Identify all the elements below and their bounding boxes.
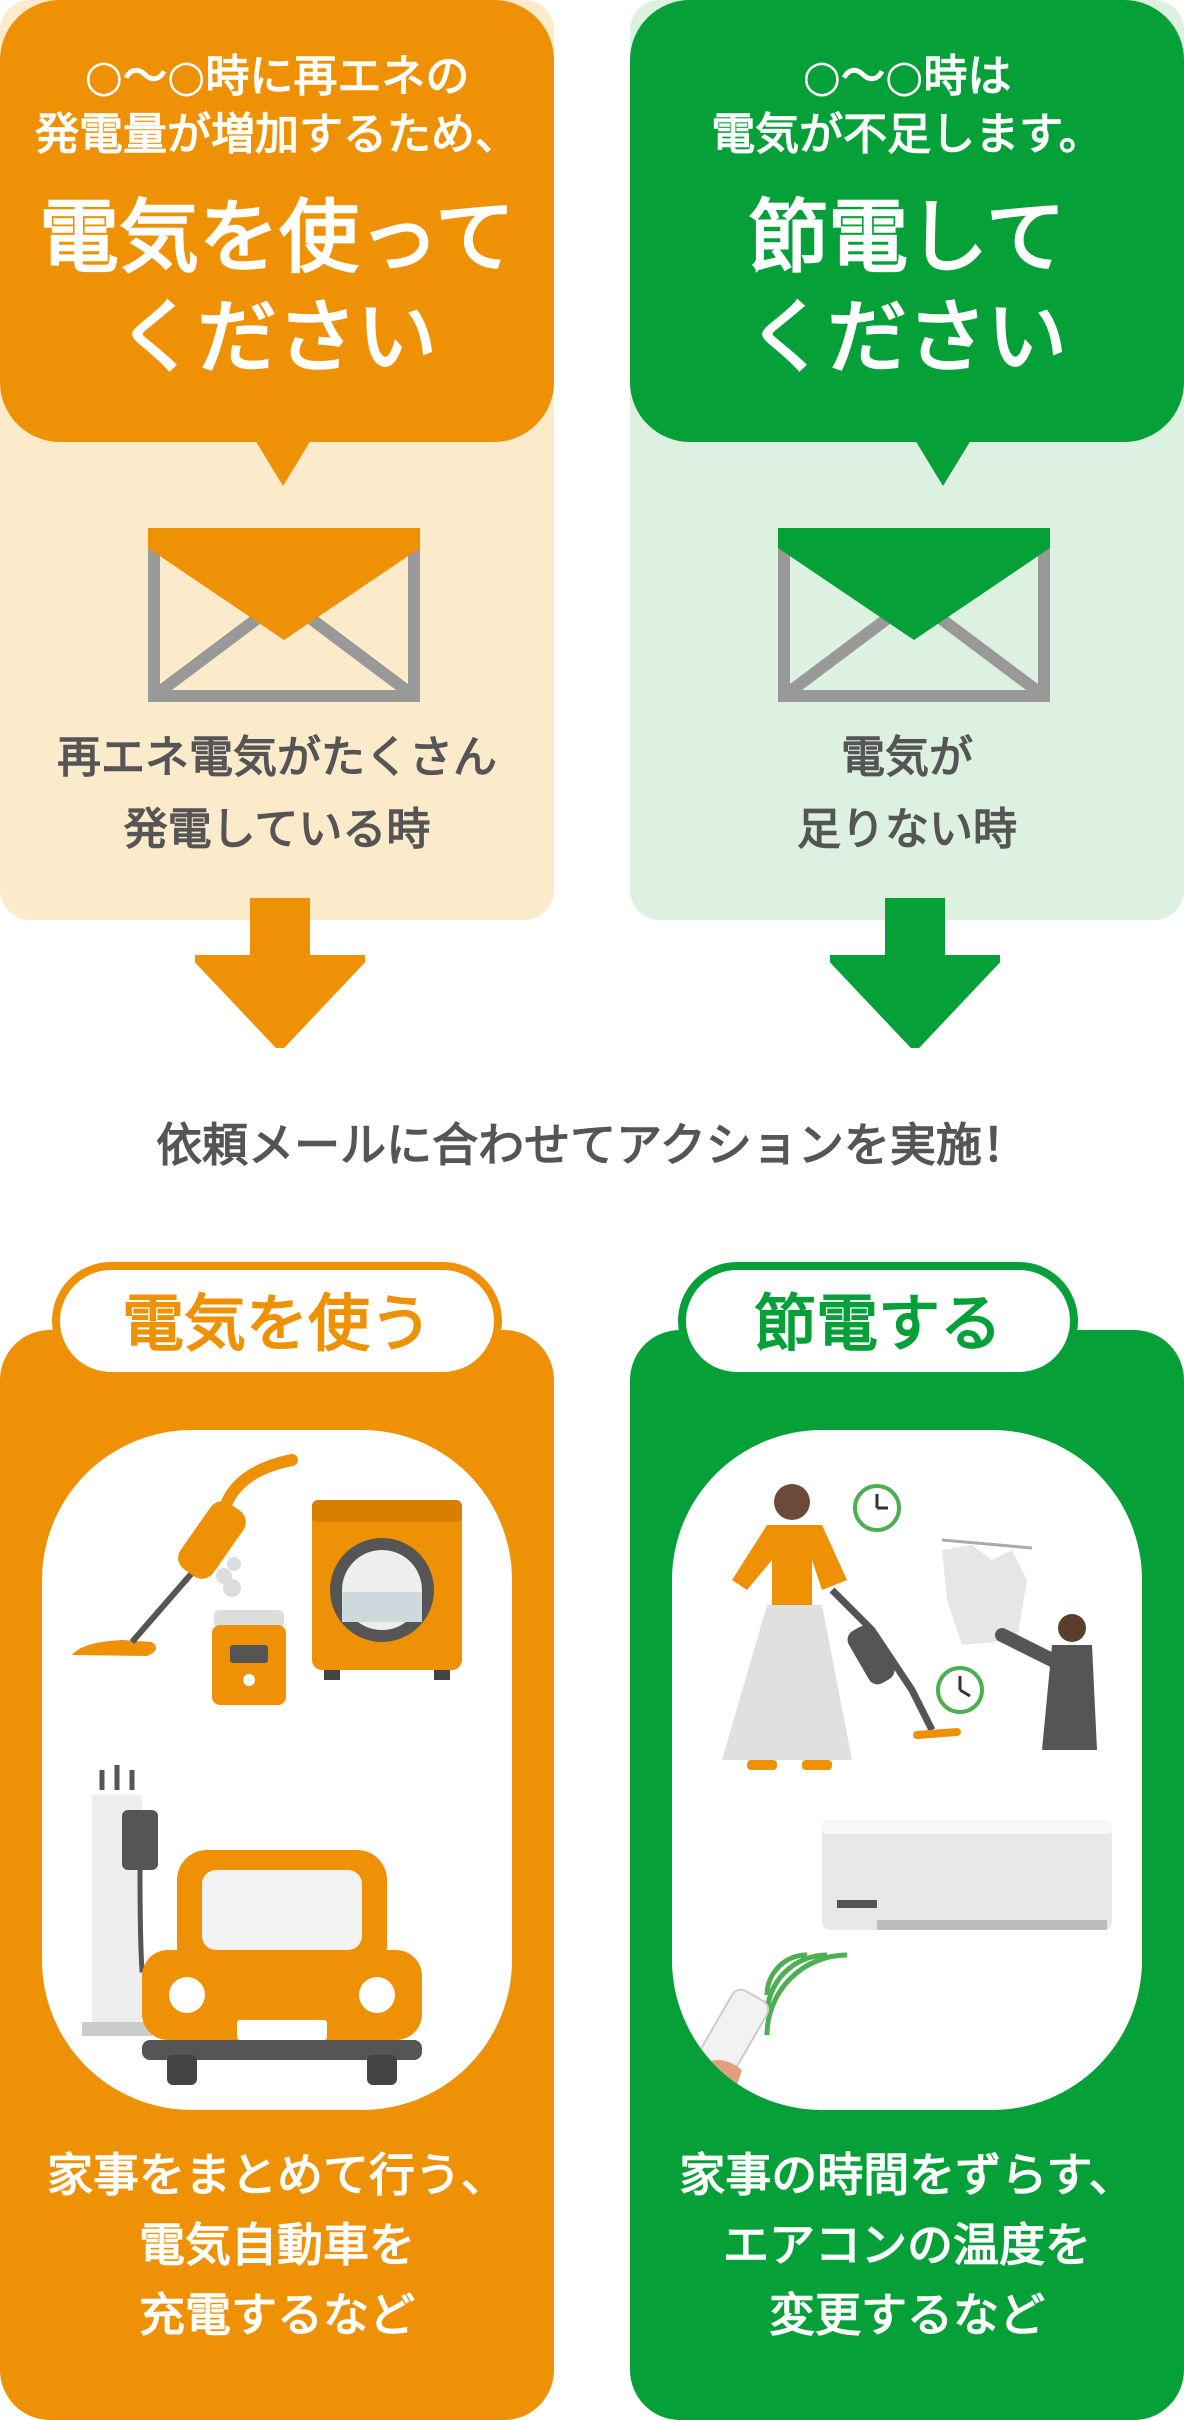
middle-instruction-text: 依頼メールに合わせてアクションを実施！ xyxy=(156,1118,1028,1172)
right-energy-saving-illustration xyxy=(672,1430,1142,2110)
right-bubble-tail xyxy=(915,440,971,486)
left-speech-bubble: ○〜○時に再エネの 発電量が増加するため、 電気を使って ください xyxy=(0,0,554,486)
remote-control-icon xyxy=(694,1952,848,2102)
envelope-icon xyxy=(148,528,420,702)
right-speech-bubble: ○〜○時は 電気が不足します。 節電して ください xyxy=(630,0,1184,486)
left-example-line-3: 充電するなど xyxy=(139,2288,415,2342)
right-condition-line-1: 電気が xyxy=(841,732,973,783)
car-icon xyxy=(142,1850,422,2085)
left-condition-line-2: 発電している時 xyxy=(123,804,431,855)
right-condition-text: 電気が 足りない時 xyxy=(630,722,1184,866)
right-example-line-2: エアコンの温度を xyxy=(723,2218,1091,2272)
left-bubble-line-2: 発電量が増加するため、 xyxy=(35,109,519,160)
right-example-line-3: 変更するなど xyxy=(769,2288,1045,2342)
rice-cooker-icon xyxy=(212,1557,286,1705)
left-bubble-tail xyxy=(255,440,311,486)
vacuum-cleaner-icon xyxy=(72,1454,298,1656)
envelope-icon xyxy=(778,528,1050,702)
right-bubble-heading-1: 節電して xyxy=(748,191,1066,284)
left-appliances-illustration xyxy=(42,1430,512,2110)
left-example-text: 家事をまとめて行う、 電気自動車を 充電するなど xyxy=(0,2140,554,2350)
person-vacuuming-icon xyxy=(722,1484,961,1770)
air-conditioner-icon xyxy=(822,1820,1112,1930)
down-arrow-icon xyxy=(830,898,1000,1048)
left-example-line-1: 家事をまとめて行う、 xyxy=(47,2148,507,2202)
left-condition-line-1: 再エネ電気がたくさん xyxy=(57,732,497,783)
left-action-title: 電気を使う xyxy=(52,1262,502,1380)
left-condition-text: 再エネ電気がたくさん 発電している時 xyxy=(0,722,554,866)
down-arrow-icon xyxy=(195,898,365,1048)
laundry-hanging-icon xyxy=(941,1538,1033,1645)
washing-machine-icon xyxy=(312,1500,462,1680)
right-example-text: 家事の時間をずらす、 エアコンの温度を 変更するなど xyxy=(630,2140,1184,2350)
ev-charger-icon xyxy=(82,1765,172,2036)
right-bubble-heading-2: ください xyxy=(747,291,1067,384)
person-laundry-icon xyxy=(995,1614,1097,1750)
clock-icon xyxy=(853,1484,901,1532)
left-bubble-heading-2: ください xyxy=(117,291,437,384)
right-action-title: 節電する xyxy=(678,1262,1078,1380)
right-bubble-line-2: 電気が不足します。 xyxy=(711,109,1103,160)
right-condition-line-2: 足りない時 xyxy=(797,804,1017,855)
left-bubble-heading-1: 電気を使って xyxy=(39,191,515,284)
right-bubble-line-1: ○〜○時は xyxy=(802,51,1012,102)
left-example-line-2: 電気自動車を xyxy=(139,2218,415,2272)
clock-icon xyxy=(936,1666,984,1714)
right-example-line-1: 家事の時間をずらす、 xyxy=(679,2148,1135,2202)
left-bubble-line-1: ○〜○時に再エネの xyxy=(84,51,470,102)
